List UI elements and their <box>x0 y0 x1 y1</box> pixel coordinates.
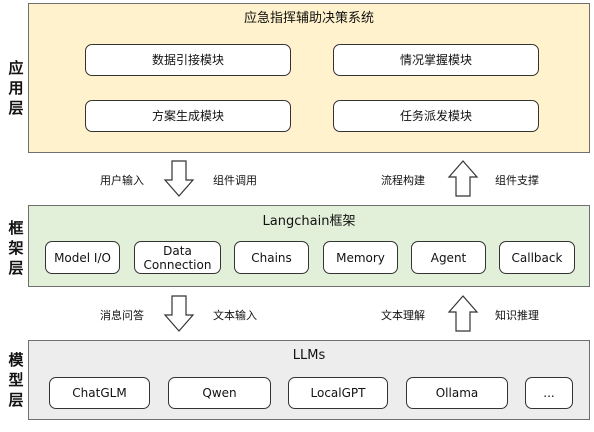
module-plan-generation: 方案生成模块 <box>85 100 291 132</box>
label-message-qa: 消息问答 <box>100 309 144 322</box>
down-arrow-icon <box>163 160 195 197</box>
model-layer-label: 模型层 <box>8 351 24 409</box>
model-more: ... <box>525 377 573 409</box>
up-arrow-icon <box>447 160 479 197</box>
app-layer-panel: 应急指挥辅助决策系统 数据引接模块 情况掌握模块 方案生成模块 任务派发模块 <box>28 3 590 153</box>
model-chatglm: ChatGLM <box>49 377 150 409</box>
module-memory: Memory <box>323 241 398 274</box>
module-data-connection: Data Connection <box>134 241 221 274</box>
label-component-support: 组件支撑 <box>495 174 539 187</box>
label-component-call: 组件调用 <box>213 174 257 187</box>
module-chains: Chains <box>234 241 309 274</box>
framework-layer-label: 框架层 <box>8 219 24 277</box>
model-qwen: Qwen <box>168 377 271 409</box>
label-text-understanding: 文本理解 <box>381 309 425 322</box>
model-layer-title: LLMs <box>292 348 326 363</box>
label-process-build: 流程构建 <box>381 174 425 187</box>
framework-layer-title: Langchain框架 <box>262 214 356 229</box>
model-localgpt: LocalGPT <box>288 377 388 409</box>
module-agent: Agent <box>411 241 486 274</box>
up-arrow-icon <box>447 295 479 332</box>
app-layer-label: 应用层 <box>8 59 24 117</box>
module-model-io: Model I/O <box>45 241 120 274</box>
down-arrow-icon <box>163 295 195 332</box>
model-layer-panel: LLMs ChatGLM Qwen LocalGPT Ollama ... <box>28 340 590 420</box>
module-callback: Callback <box>499 241 575 274</box>
model-ollama: Ollama <box>406 377 508 409</box>
framework-layer-panel: Langchain框架 Model I/O Data Connection Ch… <box>28 205 590 287</box>
label-knowledge-reasoning: 知识推理 <box>495 309 539 322</box>
module-data-access: 数据引接模块 <box>85 44 291 76</box>
label-user-input: 用户输入 <box>100 174 144 187</box>
label-text-input: 文本输入 <box>213 309 257 322</box>
module-situation-awareness: 情况掌握模块 <box>333 44 539 76</box>
app-layer-title: 应急指挥辅助决策系统 <box>243 11 374 26</box>
module-task-dispatch: 任务派发模块 <box>333 100 539 132</box>
